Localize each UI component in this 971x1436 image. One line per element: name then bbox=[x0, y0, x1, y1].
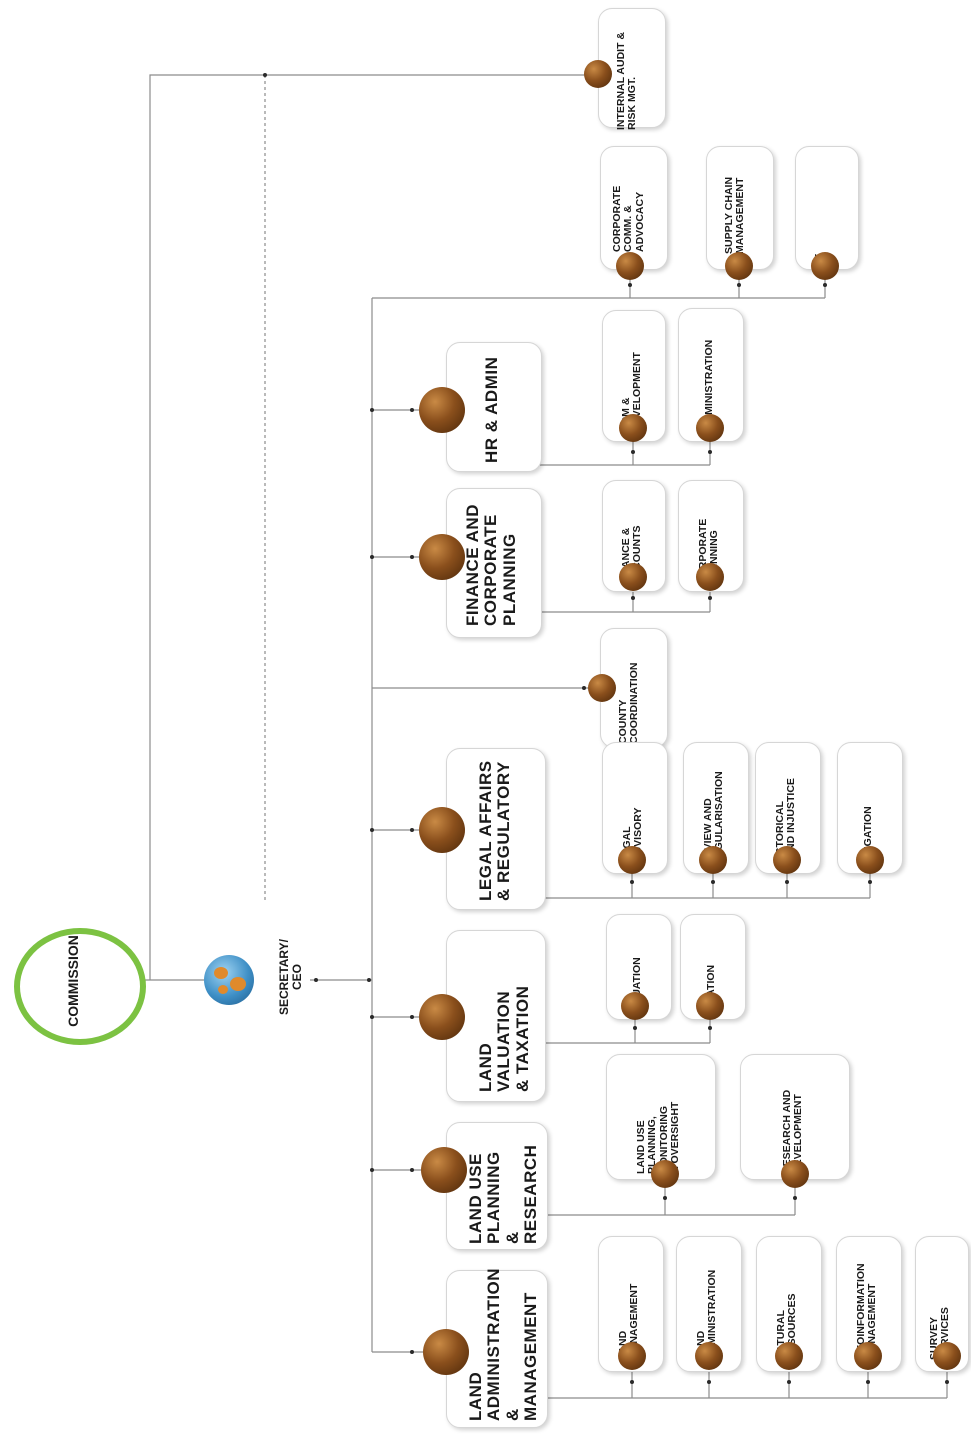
unit-label-land-use-planning: LAND USE PLANNING, MONITORING & OVERSIGH… bbox=[635, 1101, 681, 1174]
unit-ball-finance-accounts bbox=[619, 563, 647, 591]
unit-ball-hrm-development bbox=[619, 414, 647, 442]
dept-ball-hr-admin bbox=[419, 387, 465, 433]
globe-icon bbox=[204, 955, 254, 1005]
ceo-unit-box-ict: ICT bbox=[795, 146, 859, 271]
ceo-label: SECRETARY/ CEO bbox=[277, 939, 304, 1016]
unit-ball-litigation bbox=[856, 846, 884, 874]
unit-ball-taxation bbox=[696, 992, 724, 1020]
unit-label-research: RESEARCH AND DEVELOPMENT bbox=[781, 1089, 805, 1174]
ceo-unit-label-corporate-comm: CORPORATE COMM. & ADVOCACY bbox=[611, 185, 646, 252]
unit-box-land-use-planning: LAND USE PLANNING, MONITORING & OVERSIGH… bbox=[606, 1054, 716, 1180]
dept-label-valuation: LAND VALUATION & TAXATION bbox=[476, 985, 532, 1092]
internal-audit-label: INTERNAL AUDIT & RISK MGT. bbox=[615, 32, 639, 130]
unit-ball-land-administration bbox=[695, 1342, 723, 1370]
unit-ball-review bbox=[699, 846, 727, 874]
ceo-unit-box-corporate-comm: CORPORATE COMM. & ADVOCACY bbox=[600, 146, 668, 270]
ceo-unit-label-supply-chain: SUPPLY CHAIN MANAGEMENT bbox=[723, 176, 747, 254]
dept-label-legal: LEGAL AFFAIRS & REGULATORY bbox=[476, 760, 514, 901]
dept-ball-land-admin bbox=[423, 1329, 469, 1375]
unit-box-research: RESEARCH AND DEVELOPMENT bbox=[740, 1054, 850, 1180]
dept-label-finance: FINANCE AND CORPORATE PLANNING bbox=[463, 504, 519, 626]
dept-label-land-admin: LAND ADMINISTRATION & MANAGEMENT bbox=[466, 1267, 541, 1421]
unit-ball-land-management bbox=[618, 1342, 646, 1370]
ceo-unit-ball-supply-chain bbox=[725, 252, 753, 280]
unit-ball-administration-hr bbox=[696, 414, 724, 442]
ceo-unit-ball-ict bbox=[811, 252, 839, 280]
dept-ball-finance bbox=[419, 534, 465, 580]
unit-ball-land-use-planning bbox=[651, 1160, 679, 1188]
dept-ball-valuation bbox=[419, 994, 465, 1040]
unit-box-taxation: TAXATION bbox=[680, 914, 746, 1020]
dept-ball-legal bbox=[419, 807, 465, 853]
dept-label-land-use: LAND USE PLANNING & RESEARCH bbox=[466, 1144, 541, 1244]
county-coordination-label: COUNTY COORDINATION bbox=[617, 662, 641, 744]
unit-ball-geoinformation bbox=[854, 1342, 882, 1370]
unit-ball-survey-services bbox=[933, 1342, 961, 1370]
dept-ball-land-use bbox=[421, 1147, 467, 1193]
unit-ball-valuation bbox=[621, 992, 649, 1020]
dept-label-hr-admin: HR & ADMIN bbox=[482, 356, 501, 463]
ceo-unit-ball-corporate-comm bbox=[616, 252, 644, 280]
commission-label: COMMISSION bbox=[65, 935, 81, 1027]
unit-ball-historical bbox=[773, 846, 801, 874]
unit-ball-natural-resources bbox=[775, 1342, 803, 1370]
county-coordination-ball bbox=[588, 674, 616, 702]
dept-box-land-use: LAND USE PLANNING & RESEARCH bbox=[446, 1122, 548, 1250]
commission-node: COMMISSION bbox=[14, 928, 146, 1045]
unit-ball-corporate-planning bbox=[696, 563, 724, 591]
unit-box-natural-resources: NATURAL RESOURCES bbox=[756, 1236, 822, 1372]
unit-ball-legal-advisory bbox=[618, 846, 646, 874]
unit-ball-research bbox=[781, 1160, 809, 1188]
unit-box-review: REVIEW AND REGULARISATION bbox=[683, 742, 749, 874]
internal-audit-ball bbox=[584, 60, 612, 88]
